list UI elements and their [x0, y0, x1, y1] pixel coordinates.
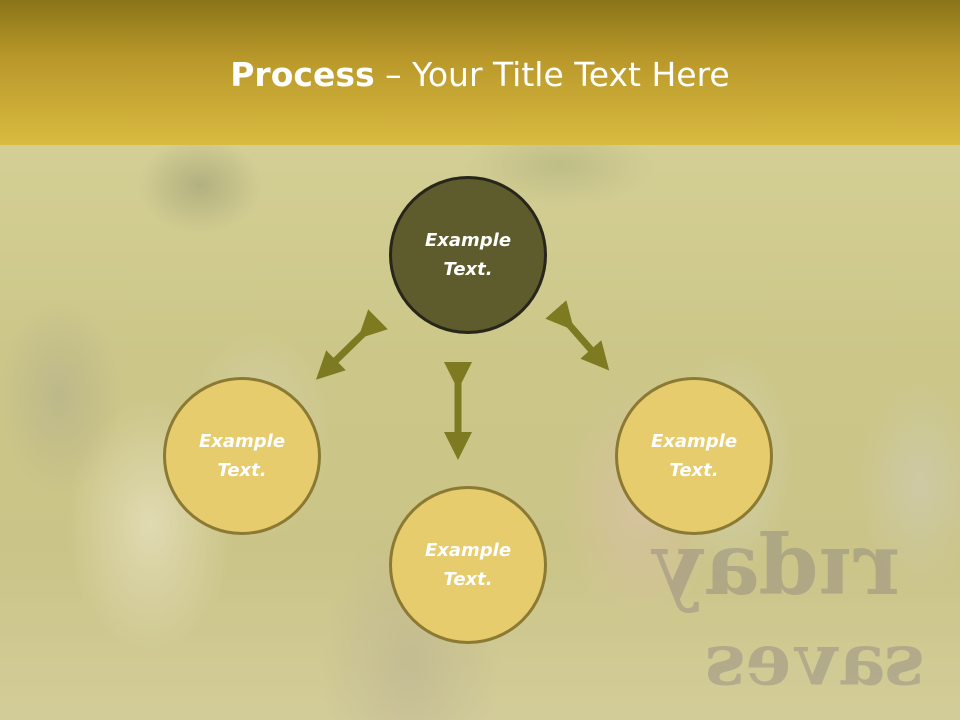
process-step-center[interactable]: Example Text.	[389, 176, 547, 334]
process-step-bottom[interactable]: Example Text.	[389, 486, 547, 644]
slide-title[interactable]: Process – Your Title Text Here	[0, 55, 960, 95]
process-step-left[interactable]: Example Text.	[163, 377, 321, 535]
process-step-right-text: Example Text.	[650, 431, 738, 481]
process-step-bottom-text: Example Text.	[424, 540, 512, 590]
process-step-right[interactable]: Example Text.	[615, 377, 773, 535]
process-step-left-text: Example Text.	[198, 431, 286, 481]
title-bold-part: Process	[230, 55, 375, 94]
arrow-top-left	[315, 309, 388, 380]
title-bar: Process – Your Title Text Here	[0, 0, 960, 145]
process-step-center-text: Example Text.	[424, 230, 512, 280]
arrow-top-right	[545, 300, 610, 371]
title-regular-part: – Your Title Text Here	[374, 55, 730, 94]
